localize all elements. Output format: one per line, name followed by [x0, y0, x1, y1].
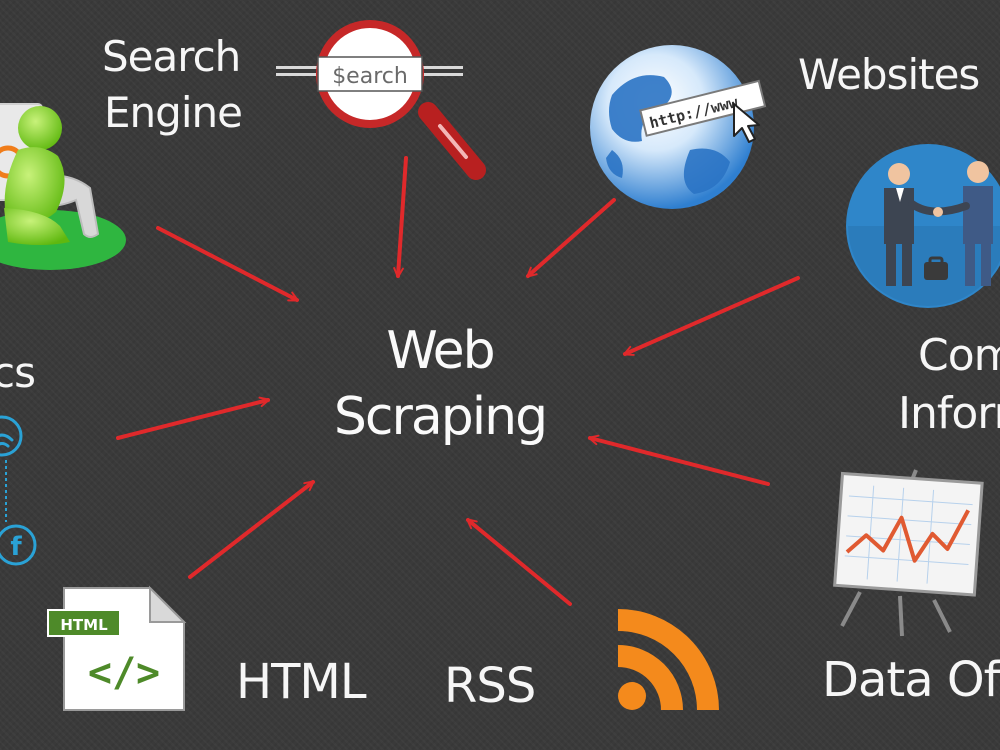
center-title-line2: Scraping — [333, 387, 548, 447]
html-file-icon: HTML </> — [47, 585, 187, 711]
user-laptop-icon — [0, 103, 126, 270]
globe-icon: http://www — [590, 45, 767, 209]
facebook-icon — [0, 524, 37, 566]
search-magnifier-icon: $earch — [276, 20, 486, 180]
html-file-tag-text: HTML — [60, 616, 108, 634]
search-engine-label-line1: Search — [102, 32, 241, 81]
arrow-from-rss — [466, 518, 572, 606]
rss-feed-icon — [617, 609, 719, 711]
chart-board-icon — [833, 469, 984, 637]
wifi-icon — [0, 415, 23, 457]
arrow-from-search — [393, 156, 408, 279]
arrow-from-websites — [526, 198, 616, 278]
center-title: Web Scraping — [330, 318, 550, 450]
search-engine-label-line2: Engine — [104, 88, 243, 137]
search-icon-text: $earch — [332, 64, 408, 89]
company-label-line2: Inform — [898, 388, 1000, 439]
handshake-icon — [846, 144, 1000, 308]
arrow-from-user — [156, 226, 299, 302]
html-file-code-text: </> — [88, 650, 160, 696]
center-title-line1: Web — [386, 321, 495, 381]
arrow-from-company — [623, 276, 800, 356]
svg-text:f: f — [10, 532, 22, 562]
social-icons: f — [0, 415, 37, 566]
data-of-charts-label: Data Of Ch — [822, 652, 1000, 708]
company-label-line1: Comp — [918, 330, 1000, 381]
html-label: HTML — [236, 654, 367, 710]
social-label-fragment: cs — [0, 348, 36, 397]
rss-label: RSS — [444, 658, 536, 714]
arrow-from-html — [188, 480, 315, 579]
websites-label: Websites — [798, 50, 980, 99]
arrow-from-social — [116, 396, 271, 440]
arrow-from-data — [587, 434, 770, 486]
